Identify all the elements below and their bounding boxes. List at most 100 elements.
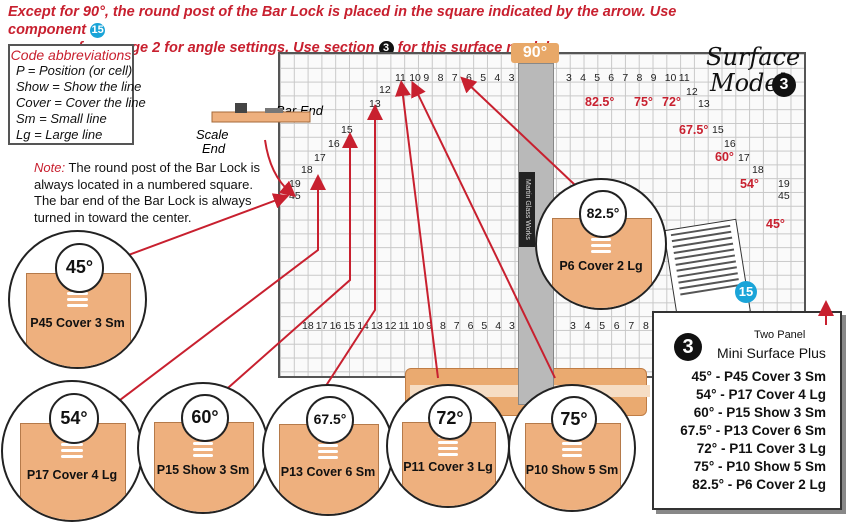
grid-number: 12 bbox=[379, 84, 391, 96]
arrow-75 bbox=[411, 80, 556, 379]
grid-number: 15 bbox=[712, 124, 724, 136]
panel-title-2: Mini Surface Plus bbox=[717, 345, 826, 361]
grid-number: 10 bbox=[412, 320, 425, 332]
mini-component-badge: 15 bbox=[735, 281, 757, 303]
grid-number: 8 bbox=[437, 72, 444, 84]
panel-line: 82.5° - P6 Cover 2 Lg bbox=[692, 477, 826, 492]
angle-bubble: 72° P11 Cover 3 Lg bbox=[386, 384, 510, 508]
grid-number: 17 bbox=[315, 320, 328, 332]
grid-number: 11 bbox=[398, 320, 410, 332]
grid-number: 12 bbox=[686, 86, 698, 98]
grid-number: 14 bbox=[357, 320, 369, 332]
grid-number: 16 bbox=[724, 138, 736, 150]
degree-label: 54° bbox=[48, 393, 100, 444]
panel-section-number: 3 bbox=[674, 333, 702, 361]
grid-number: 11 bbox=[678, 72, 690, 84]
grid-number: 17 bbox=[738, 152, 750, 164]
grid-number: 5 bbox=[599, 320, 606, 332]
grid-number: 7 bbox=[451, 72, 458, 84]
angle-bubble: 75° P10 Show 5 Sm bbox=[508, 384, 636, 512]
grid-number: 15 bbox=[343, 320, 356, 332]
grid-number: 45 bbox=[778, 190, 790, 202]
arrow-82 bbox=[460, 76, 576, 186]
abbr-row: Cover = Cover the line bbox=[16, 95, 146, 110]
note-body: The round post of the Bar Lock is always… bbox=[34, 160, 260, 225]
surface-model-number: 3 bbox=[772, 73, 796, 97]
angle-label: 82.5° bbox=[585, 95, 615, 109]
grid-number: 11 bbox=[395, 72, 406, 84]
panel-line: 72° - P11 Cover 3 Lg bbox=[696, 441, 826, 456]
grid-number: 6 bbox=[467, 320, 474, 332]
arrow-scale-end bbox=[264, 139, 297, 198]
ruler-label: Martin Glass Works bbox=[519, 172, 535, 247]
arrow-67 bbox=[319, 104, 383, 396]
note-text: Note: The round post of the Bar Lock is … bbox=[34, 160, 274, 226]
arrow-60 bbox=[219, 132, 358, 396]
degree-label: 45° bbox=[54, 242, 105, 293]
abbr-row: Lg = Large line bbox=[16, 127, 103, 142]
grid-number: 4 bbox=[494, 72, 501, 84]
grid-number: 10 bbox=[409, 72, 421, 84]
grid-number: 16 bbox=[329, 320, 342, 332]
setting-code: P10 Show 5 Sm bbox=[525, 462, 619, 477]
grid-number: 16 bbox=[328, 138, 340, 150]
intro-line-1: Except for 90°, the round post of the Ba… bbox=[8, 4, 677, 38]
grid-number: 19 bbox=[778, 178, 790, 190]
ninety-label: 90° bbox=[522, 44, 548, 61]
angle-label: 67.5° bbox=[679, 123, 709, 137]
angle-bubble: 60° P15 Show 3 Sm bbox=[137, 382, 269, 514]
grid-number: 3 bbox=[570, 320, 576, 332]
two-panel-settings: 3 Two Panel Mini Surface Plus 45° - P45 … bbox=[652, 311, 842, 510]
component-badge: 15 bbox=[90, 22, 106, 38]
grid-number: 8 bbox=[440, 320, 446, 332]
panel-line: 54° - P17 Cover 4 Lg bbox=[696, 387, 826, 402]
grid-number: 5 bbox=[480, 72, 487, 84]
abbreviations-title: Code abbreviations bbox=[10, 47, 132, 63]
grid-number: 6 bbox=[608, 72, 615, 84]
angle-bubble: 67.5°P13 Cover 6 Sm bbox=[262, 384, 394, 516]
angle-label: 60° bbox=[715, 150, 734, 164]
scale-end-label-1: Scale bbox=[196, 127, 229, 142]
grid-number: 3 bbox=[509, 320, 515, 332]
grid-number: 4 bbox=[584, 320, 591, 332]
angle-label: 45° bbox=[766, 217, 785, 231]
grid-number: 15 bbox=[341, 124, 353, 136]
grid-number: 7 bbox=[453, 320, 460, 332]
arrow-54 bbox=[119, 174, 326, 401]
angle-bubble: 54° P17 Cover 4 Lg bbox=[1, 380, 143, 522]
degree-label: 60° bbox=[181, 394, 229, 442]
grid-number: 8 bbox=[643, 320, 649, 332]
grid-number: 6 bbox=[613, 320, 620, 332]
note-label: Note: bbox=[34, 160, 66, 175]
setting-code: P15 Show 3 Sm bbox=[156, 463, 250, 478]
panel-line: 75° - P10 Show 5 Sm bbox=[693, 459, 826, 474]
panel-line: 60° - P15 Show 3 Sm bbox=[693, 405, 826, 420]
panel-line: 67.5° - P13 Cover 6 Sm bbox=[680, 423, 826, 438]
grid-number: 5 bbox=[594, 72, 601, 84]
grid-number: 12 bbox=[384, 320, 397, 332]
abbr-row: Show = Show the line bbox=[16, 79, 142, 94]
degree-label: 75° bbox=[550, 395, 598, 443]
angle-label: 54° bbox=[740, 177, 759, 191]
arrow-72 bbox=[395, 80, 439, 379]
section-badge: 3 bbox=[378, 40, 394, 56]
grid-number: 7 bbox=[622, 72, 629, 84]
ruler-top-handle bbox=[511, 43, 559, 63]
angle-label: 72° bbox=[662, 95, 681, 109]
setting-code: P17 Cover 4 Lg bbox=[26, 467, 118, 482]
grid-number: 8 bbox=[636, 72, 643, 84]
grid-number: 9 bbox=[426, 320, 433, 332]
grid-number: 9 bbox=[650, 72, 657, 84]
degree-label: 72° bbox=[427, 395, 473, 441]
panel-title-1: Two Panel bbox=[754, 329, 806, 341]
setting-code: P45 Cover 3 Sm bbox=[30, 315, 125, 330]
surface-model-title-1: Surface bbox=[706, 43, 801, 71]
grid-number: 9 bbox=[423, 72, 430, 84]
setting-code: P11 Cover 3 Lg bbox=[403, 460, 493, 475]
grid-number: 4 bbox=[495, 320, 502, 332]
grid-number: 18 bbox=[302, 320, 314, 332]
grid-number: 3 bbox=[566, 72, 572, 84]
setting-code: P13 Cover 6 Sm bbox=[280, 465, 376, 480]
grid-number: 4 bbox=[580, 72, 586, 84]
